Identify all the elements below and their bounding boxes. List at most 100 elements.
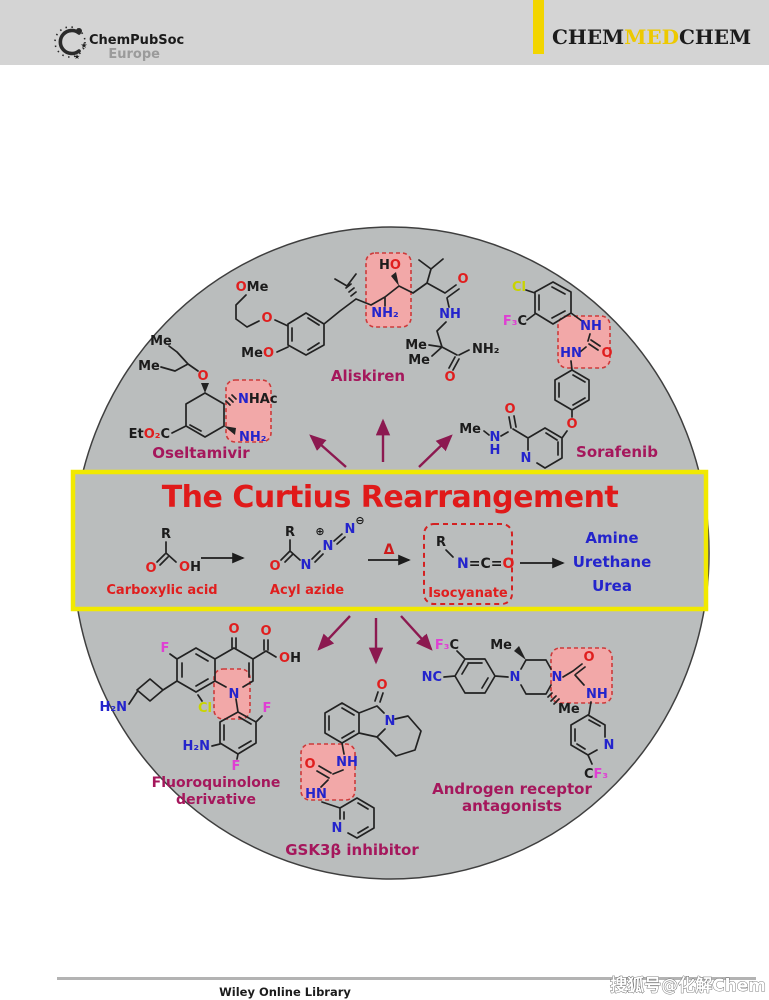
molecule-label-oseltamivir: Oseltamivir <box>152 444 250 462</box>
atom-nhac: NHAc <box>238 392 278 407</box>
molecule-label-aliskiren: Aliskiren <box>331 367 405 385</box>
atom-me: Me <box>405 338 427 353</box>
atom-o: O <box>457 272 468 287</box>
f3c-c: C <box>449 638 459 653</box>
ho-h: H <box>379 258 390 273</box>
oh-o: O <box>179 560 190 575</box>
isocyanate-box <box>423 523 513 605</box>
atom-f3c: F₃C <box>503 314 527 329</box>
plus-charge-icon: ⊕ <box>315 525 324 538</box>
atom-o: O <box>444 370 455 385</box>
iso-o: O <box>502 556 514 572</box>
oh-h: H <box>190 560 201 575</box>
atom-n: N <box>345 522 356 537</box>
journal-chem1: CHEM <box>552 25 624 49</box>
step-isocyanate: R N=C=O Isocyanate <box>423 523 514 605</box>
isocyanate-group: N=C=O <box>457 556 514 572</box>
chempubsoc-logo: ★ ★ ChemPubSoc Europe <box>54 26 184 62</box>
iso-n: N <box>457 556 469 572</box>
oseltamivir-wedge-ether <box>201 383 209 393</box>
molecule-label-androgen-1: Androgen receptor <box>432 780 592 798</box>
highlight-box-fluoroquinolone <box>213 668 251 720</box>
aliskiren-wedge-ho <box>391 272 399 286</box>
molecule-aliskiren: OMe O MeO HO NH₂ O NH Me Me O NH₂ Aliski… <box>235 252 499 385</box>
atom-o: O <box>269 559 280 574</box>
atom-me: Me <box>408 353 430 368</box>
atom-n: N <box>552 670 563 685</box>
star-icon: ★ <box>80 41 87 50</box>
atom-n: N <box>510 670 521 685</box>
molecule-androgen: F₃C NC N N Me Me O NH N CF₃ Androgen rec… <box>422 638 615 815</box>
f3c-c: C <box>517 314 527 329</box>
step-label-carboxylic-acid: Carboxylic acid <box>106 583 217 598</box>
atom-r: R <box>161 527 171 542</box>
journal-med: MED <box>624 25 679 49</box>
arrow-up-left <box>309 434 347 468</box>
atom-hn: HN <box>305 787 327 802</box>
watermark: 搜狐号@化解Chem <box>610 975 766 996</box>
banner-box <box>70 469 709 612</box>
society-region: Europe <box>108 47 160 62</box>
iso-c: C <box>480 556 490 572</box>
atom-o: O <box>261 311 272 326</box>
atom-o: O <box>260 624 271 639</box>
delta-symbol: Δ <box>384 542 395 558</box>
atom-ome: OMe <box>236 280 269 295</box>
atom-o: O <box>601 346 612 361</box>
ho-o: O <box>390 258 401 273</box>
atom-ho: HO <box>379 258 401 273</box>
oseltamivir-wedge-amine <box>224 426 236 435</box>
atom-n: N <box>604 738 615 753</box>
atom-nh: NH <box>336 755 358 770</box>
atom-f3c: F₃C <box>435 638 459 653</box>
atom-cl: Cl <box>198 701 212 716</box>
atom-n: N <box>229 687 240 702</box>
atom-nh2: NH₂ <box>239 430 266 445</box>
chempubsoc-emblem-c <box>58 28 81 56</box>
atom-o: O <box>304 757 315 772</box>
atom-h2n: H₂N <box>100 700 127 715</box>
iso-eq2: = <box>491 556 503 572</box>
cf3-c: C <box>584 767 594 782</box>
atom-o: O <box>197 369 208 384</box>
atom-h2n: H₂N <box>183 739 210 754</box>
molecule-oseltamivir: Me Me O EtO₂C NHAc NH₂ Oseltamivir <box>129 334 278 462</box>
atom-n: N <box>301 558 312 573</box>
atom-r: R <box>285 525 295 540</box>
iso-eq1: = <box>469 556 481 572</box>
highlight-box-oseltamivir <box>225 379 272 443</box>
atom-n: N <box>521 451 532 466</box>
footer: Wiley Online Library 搜狐号@化解Chem <box>57 975 766 999</box>
header-band <box>0 0 769 65</box>
atom-o: O <box>583 650 594 665</box>
atom-n: N <box>385 714 396 729</box>
atom-n: N <box>323 539 334 554</box>
society-name: ChemPubSoc <box>89 33 184 48</box>
arrow-down-left <box>317 615 351 651</box>
atom-me: Me <box>459 422 481 437</box>
journal-title: CHEMMEDCHEM <box>552 25 751 49</box>
atom-f: F <box>161 641 170 656</box>
androgen-bonds <box>443 650 606 765</box>
atom-o: O <box>566 417 577 432</box>
ester-et: Et <box>129 427 144 442</box>
highlight-box-sorafenib <box>557 315 611 369</box>
atom-hn: HN <box>560 346 582 361</box>
atom-f: F <box>263 701 272 716</box>
product-amine: Amine <box>585 529 638 547</box>
minus-charge-icon: ⊖ <box>355 514 364 527</box>
arrow-up-right <box>418 434 453 468</box>
step-label-isocyanate: Isocyanate <box>428 586 508 601</box>
arrow-down-right <box>400 615 433 651</box>
atom-cl: Cl <box>512 280 526 295</box>
highlight-box-aliskiren <box>365 252 412 328</box>
step-acyl-azide: R O N N N ⊕ ⊖ Acyl azide <box>269 514 364 598</box>
ester-c: C <box>160 427 170 442</box>
journal-chem2: CHEM <box>679 25 751 49</box>
atom-nh2: NH₂ <box>371 306 398 321</box>
oh-h: H <box>290 651 301 666</box>
ester-o2: O₂ <box>144 427 161 442</box>
ome-o: O <box>236 280 247 295</box>
product-urea: Urea <box>592 577 632 595</box>
product-urethane: Urethane <box>573 553 652 571</box>
